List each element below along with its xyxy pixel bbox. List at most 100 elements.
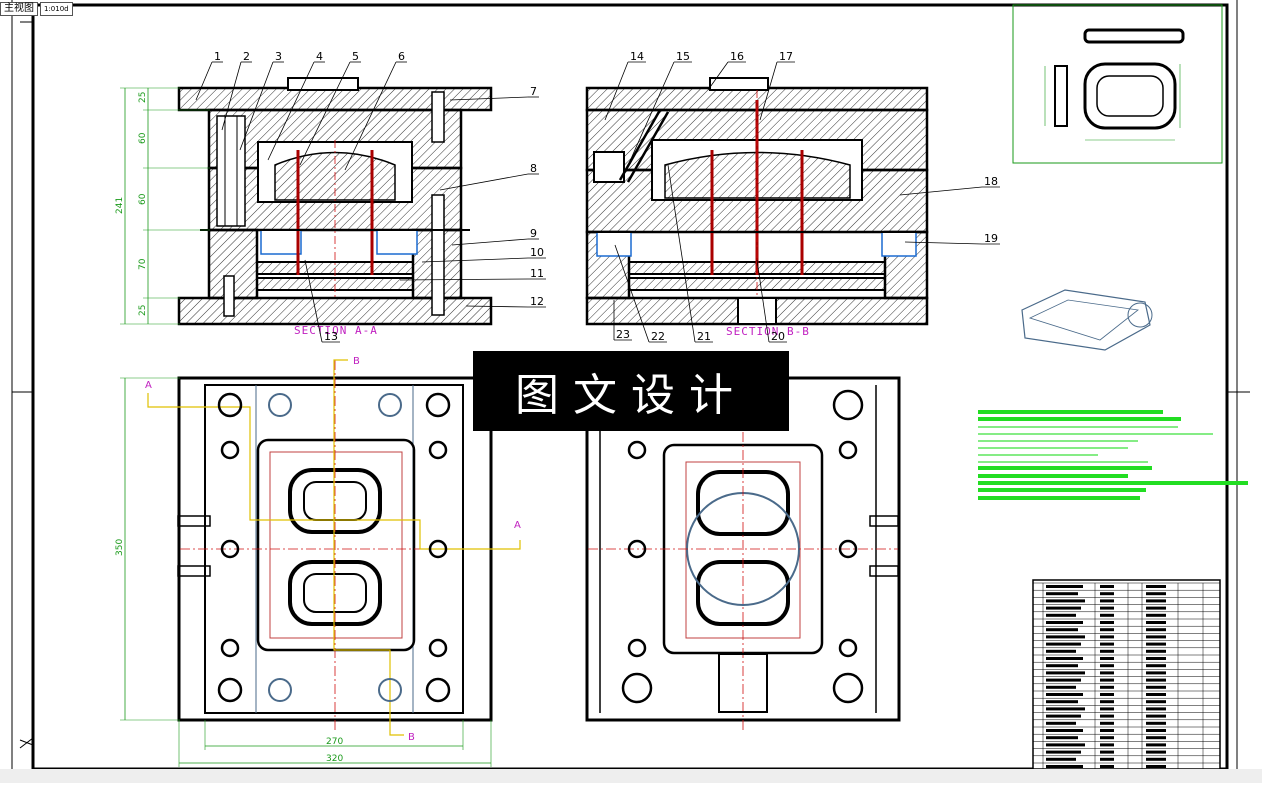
table-cell-code [1100, 621, 1114, 624]
table-cell-material [1146, 649, 1166, 653]
table-cell-material [1146, 765, 1166, 768]
part-number-19: 19 [984, 232, 998, 245]
part-number-15: 15 [676, 50, 690, 63]
part-number-3: 3 [275, 50, 282, 63]
table-cell-name [1046, 649, 1076, 653]
table-cell-code [1100, 765, 1114, 768]
leader-line-4 [267, 61, 315, 161]
table-cell-material [1146, 642, 1166, 646]
table-cell-material [1146, 635, 1166, 639]
table-cell-material [1146, 628, 1166, 632]
leader-line-7 [449, 96, 529, 101]
table-cell-material [1146, 657, 1166, 660]
table-cell-material [1146, 671, 1166, 675]
dim-left-1: 25 [138, 92, 148, 103]
table-cell-name [1046, 621, 1083, 624]
table-cell-name [1046, 599, 1085, 603]
table-cell-name [1046, 765, 1083, 768]
table-cell-name [1046, 657, 1083, 660]
part-number-10: 10 [530, 246, 544, 259]
leader-line-1 [195, 61, 213, 101]
table-cell-code [1100, 757, 1114, 761]
part-number-1: 1 [214, 50, 221, 63]
table-cell-code [1100, 721, 1114, 725]
leader-line-20 [756, 259, 770, 343]
table-cell-code [1100, 750, 1114, 754]
table-cell-material [1146, 757, 1166, 761]
table-cell-material [1146, 714, 1166, 718]
part-number-7: 7 [530, 85, 537, 98]
cut-marker-a1: A [145, 380, 152, 391]
table-cell-code [1100, 693, 1114, 696]
table-cell-name [1046, 592, 1078, 596]
table-cell-name [1046, 642, 1081, 646]
table-cell-code [1100, 729, 1114, 732]
part-number-5: 5 [352, 50, 359, 63]
table-cell-code [1100, 606, 1114, 610]
section-a-a-label: SECTION A-A [294, 324, 378, 337]
table-cell-name [1046, 685, 1076, 689]
table-cell-code [1100, 635, 1114, 639]
cut-marker-b1: B [353, 356, 360, 367]
part-number-14: 14 [630, 50, 644, 63]
left-plan-view: 350 270 320 A A B B [115, 356, 521, 767]
section-a-a-view: 25 60 60 70 25 241 SECTION A-A [115, 77, 493, 337]
table-cell-material [1146, 743, 1166, 747]
table-cell-name [1046, 628, 1078, 632]
part-number-21: 21 [697, 330, 711, 343]
table-cell-name [1046, 707, 1085, 711]
dim-left-5: 25 [138, 305, 148, 316]
table-cell-code [1100, 700, 1114, 704]
right-plan-view [585, 360, 901, 730]
leader-line-2 [221, 61, 242, 131]
table-cell-code [1100, 613, 1114, 617]
table-cell-material [1146, 678, 1166, 682]
dim-left-total: 241 [115, 197, 125, 214]
table-cell-name [1046, 736, 1078, 740]
cut-marker-b2: B [408, 732, 415, 743]
dim-left-4: 70 [138, 258, 148, 270]
table-cell-name [1046, 664, 1078, 668]
part-number-6: 6 [398, 50, 405, 63]
part-number-11: 11 [530, 267, 544, 280]
leader-line-12 [465, 305, 529, 308]
table-cell-name [1046, 585, 1083, 588]
table-cell-code [1100, 678, 1114, 682]
table-cell-name [1046, 721, 1076, 725]
status-bar [0, 769, 1262, 783]
table-cell-name [1046, 750, 1081, 754]
part-number-9: 9 [530, 227, 537, 240]
leader-line-16 [707, 61, 729, 91]
leader-line-11 [399, 278, 529, 281]
part-number-8: 8 [530, 162, 537, 175]
table-cell-code [1100, 628, 1114, 632]
table-cell-name [1046, 613, 1076, 617]
part-views [1012, 4, 1223, 351]
dim-plan-height: 350 [115, 539, 125, 556]
leader-line-17 [759, 61, 778, 121]
table-cell-material [1146, 585, 1166, 588]
table-cell-code [1100, 649, 1114, 653]
leader-line-14 [604, 61, 629, 121]
tab-bar: 主视图 1:010d [0, 0, 75, 18]
table-cell-name [1046, 743, 1085, 747]
table-cell-name [1046, 678, 1081, 682]
table-cell-material [1146, 606, 1166, 610]
part-number-13: 13 [324, 330, 338, 343]
leader-line-9 [451, 238, 529, 246]
scale-indicator: 1:010d [40, 2, 73, 16]
table-cell-material [1146, 736, 1166, 740]
table-cell-code [1100, 664, 1114, 668]
table-cell-material [1146, 664, 1166, 668]
table-cell-name [1046, 606, 1081, 610]
tab-main-view[interactable]: 主视图 [0, 2, 38, 16]
table-cell-code [1100, 657, 1114, 660]
table-cell-material [1146, 750, 1166, 754]
table-cell-material [1146, 700, 1166, 704]
part-number-20: 20 [771, 330, 785, 343]
table-cell-material [1146, 721, 1166, 725]
table-cell-code [1100, 585, 1114, 588]
table-cell-code [1100, 592, 1114, 596]
